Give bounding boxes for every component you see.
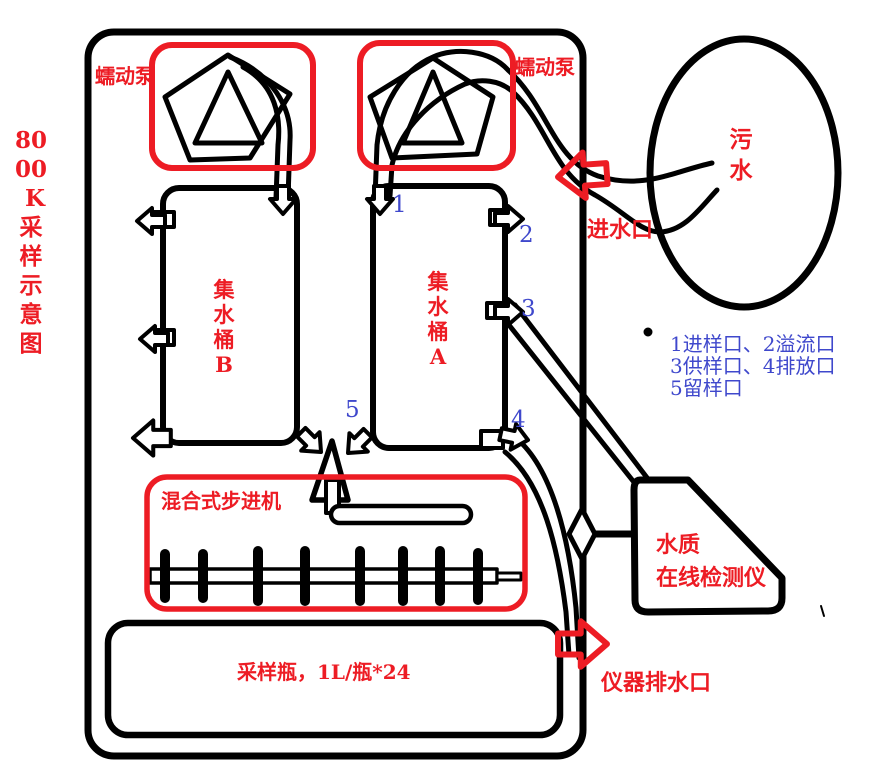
stepper-box xyxy=(144,474,528,612)
drain-pipe-line2 xyxy=(502,449,572,658)
tank-b-outline xyxy=(160,185,300,446)
port-legend: 1进样口、2溢流口 3供样口、4排放口 5留样口 xyxy=(670,332,836,400)
sewage-source-ellipse xyxy=(646,35,842,311)
supply-pipe-line2 xyxy=(502,317,640,489)
bottles-box xyxy=(104,619,564,739)
supply-pipe-line1 xyxy=(512,302,651,482)
port-2-label: 2 xyxy=(519,222,534,248)
inlet-label: 进水口 xyxy=(587,217,654,243)
inlet-tube-lower xyxy=(387,78,720,235)
tank-b-label: 集 水 桶 B xyxy=(213,277,235,377)
stepper-label: 混合式步进机 xyxy=(161,489,281,513)
pump-a-icon xyxy=(367,55,496,161)
drain-pipe-line1 xyxy=(513,435,582,661)
port-1-label: 1 xyxy=(392,192,407,218)
detector-outline xyxy=(630,476,786,616)
dot-mark xyxy=(643,327,653,337)
sewage-label: 污 水 xyxy=(729,126,753,184)
port-4-label: 4 xyxy=(511,407,526,433)
pump-b-label: 蠕动泵 xyxy=(95,64,155,88)
distributor-arm xyxy=(328,503,474,526)
bottle-rack-teeth xyxy=(160,546,483,606)
drain-label: 仪器排水口 xyxy=(601,670,712,696)
pump-a-box xyxy=(357,40,516,171)
pump-b-box xyxy=(149,42,316,171)
detector-label: 水质 在线检测仪 xyxy=(656,532,767,591)
pump-b-icon xyxy=(162,52,293,163)
diagram-title: 80 00 K 采 样 示 意 图 xyxy=(14,127,47,357)
bottle-rack-rail-tip xyxy=(495,571,523,582)
port-5-label: 5 xyxy=(345,397,360,423)
pump-a-rotor-icon xyxy=(400,69,465,146)
pump-a-label: 蠕动泵 xyxy=(515,55,575,79)
bottles-label: 采样瓶，1L/瓶*24 xyxy=(237,660,411,684)
port-squares xyxy=(152,208,509,450)
pump-b-tube-inner xyxy=(240,64,282,201)
valve-diamond-icon xyxy=(566,506,598,562)
pump-b-rotor-icon xyxy=(192,69,265,146)
tick-mark xyxy=(820,605,825,617)
port-3-label: 3 xyxy=(521,296,536,322)
tank-a-label: 集 水 桶 A xyxy=(427,269,449,369)
